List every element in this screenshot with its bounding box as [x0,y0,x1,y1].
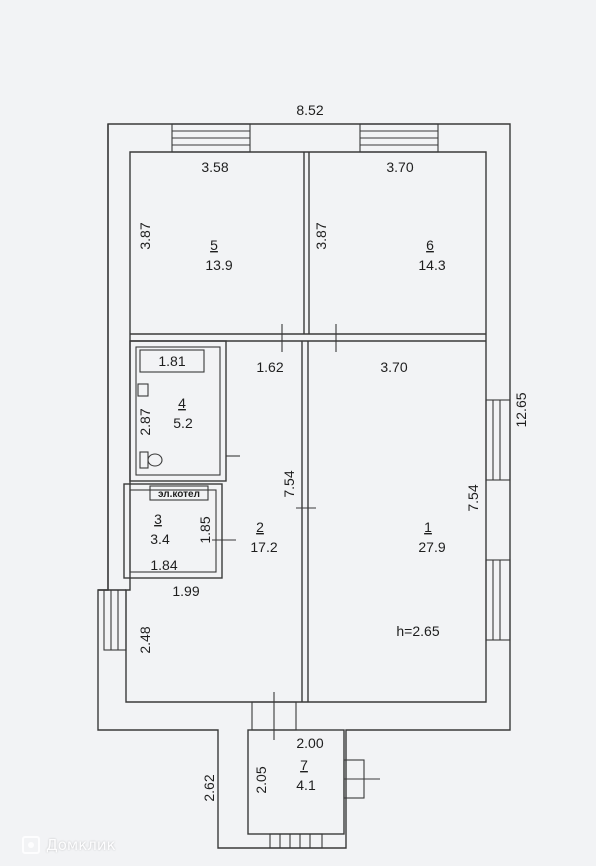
overall-height-label: 12.65 [513,392,529,427]
watermark-text: Домклик [46,836,116,854]
porch-steps [269,833,323,849]
boiler-box [149,485,209,501]
room4-area: 5.2 [173,415,193,431]
room5-area: 13.9 [205,257,232,273]
porch-height-label: 2.05 [253,766,269,793]
room7-area: 4.1 [296,777,316,793]
window-top-left [171,123,251,153]
hall-width-label: 1.99 [172,583,199,599]
porch-door [251,692,297,740]
window-right-upper [485,399,511,481]
room-4-inner [135,346,221,476]
room-3-inner [129,489,217,573]
room5-number: 5 [210,237,218,253]
toilet-icon [139,451,163,469]
room4-number: 4 [178,395,186,411]
domclick-logo-icon [22,836,40,854]
room2-area: 17.2 [250,539,277,555]
porch-side-window [343,759,380,799]
window-right-lower [485,559,511,641]
porch-width-label: 2.00 [296,735,323,751]
bath-height-label: 2.87 [137,408,153,435]
room1-width-label: 3.70 [380,359,407,375]
room7-number: 7 [300,757,308,773]
room1-area: 27.9 [418,539,445,555]
corridor-width-label: 1.62 [256,359,283,375]
boiler-label: эл.котел [158,489,200,500]
boiler-height-label: 1.85 [197,516,213,543]
watermark: Домклик [22,836,116,854]
bathtub [139,349,205,373]
window-left-hall [103,589,127,651]
overall-width-label: 8.52 [296,102,323,118]
room3-number: 3 [154,511,162,527]
room-3-box [123,483,223,579]
room5-width-label: 3.58 [201,159,228,175]
ceiling-height-label: h=2.65 [396,623,439,639]
hall-height-label: 2.48 [137,626,153,653]
room6-number: 6 [426,237,434,253]
room1-number: 1 [424,519,432,535]
room3-area: 3.4 [150,531,170,547]
room6-area: 14.3 [418,257,445,273]
corridor-height-label: 7.54 [281,470,297,497]
room5-height-label: 3.87 [137,222,153,249]
inner-wall-outline [125,151,487,703]
room2-number: 2 [256,519,264,535]
window-top-right [359,123,439,153]
room-4-box [129,340,227,482]
porch-outer-height-label: 2.62 [201,774,217,801]
boiler-width-label: 1.84 [150,557,177,573]
sink-icon [137,383,149,397]
bath-width-label: 1.81 [158,353,185,369]
room6-height-label: 3.87 [313,222,329,249]
room6-width-label: 3.70 [386,159,413,175]
room1-height-label: 7.54 [465,484,481,511]
